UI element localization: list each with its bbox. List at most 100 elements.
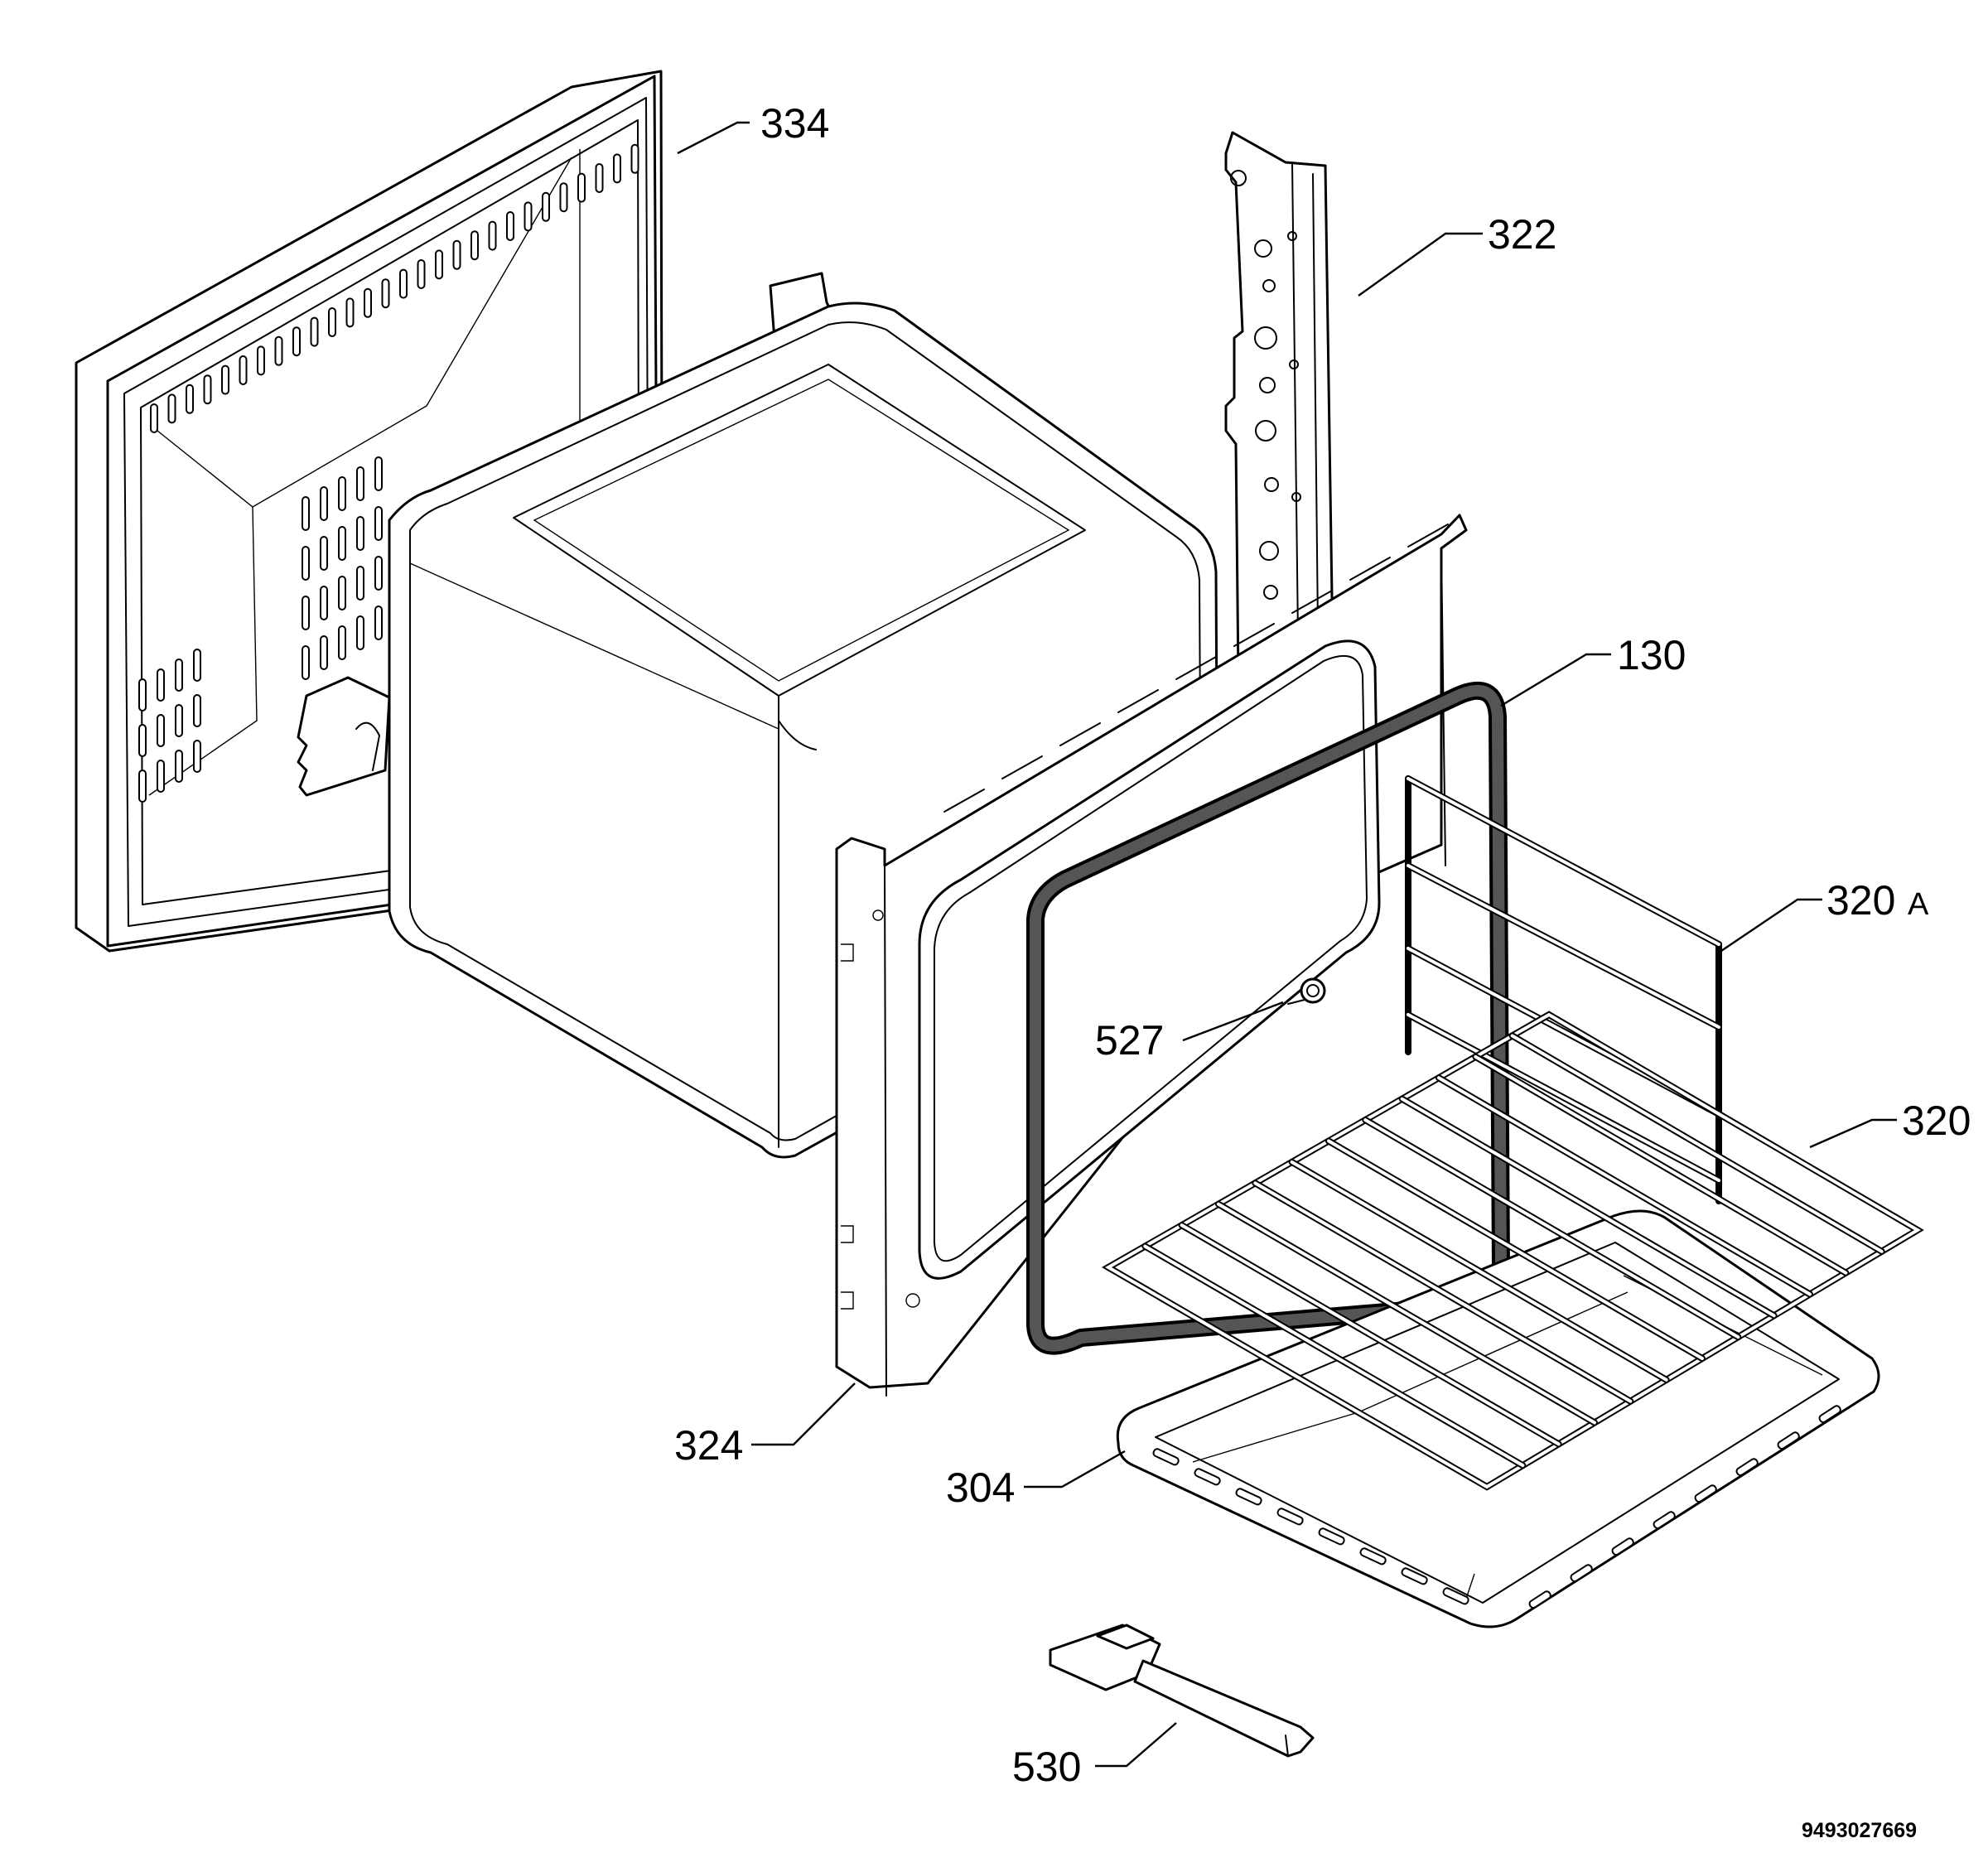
vent-slot <box>435 249 443 280</box>
frame-slot <box>1001 755 1043 779</box>
vent-slot <box>417 259 426 289</box>
part-labels: 334 322 130 320 A 527 320 324 304 530 94… <box>674 100 1971 1842</box>
vent-slot <box>320 635 328 670</box>
tray-slot <box>1570 1564 1593 1583</box>
wire-shelf-drawing <box>1101 1011 1924 1491</box>
vent-slot <box>399 268 408 299</box>
vent-slot <box>345 297 355 328</box>
label-530: 530 <box>1012 1744 1081 1790</box>
rail-hole <box>1259 541 1279 561</box>
shelf-rod-highlight <box>1290 1160 1668 1382</box>
tray-slot <box>1735 1458 1759 1477</box>
vent-slot <box>356 516 364 551</box>
vent-slot <box>381 278 390 309</box>
vent-slot <box>193 694 201 727</box>
label-304: 304 <box>946 1464 1015 1511</box>
vent-slot <box>559 182 568 213</box>
vent-slot <box>374 556 383 591</box>
shelf-rod-highlight <box>1510 1034 1884 1253</box>
support-wire-highlight <box>1407 1013 1720 1182</box>
tray-slot <box>1818 1405 1841 1424</box>
vent-slot <box>150 403 158 433</box>
tray-slot <box>1152 1448 1180 1466</box>
vent-slot <box>138 678 147 712</box>
label-334: 334 <box>760 100 829 147</box>
vent-slot <box>310 316 319 347</box>
tray-slot <box>1777 1431 1800 1450</box>
rail-hole <box>1254 239 1272 258</box>
vent-slot <box>274 335 283 366</box>
vent-slot <box>338 576 346 610</box>
shelf-rod-highlight <box>1180 1223 1561 1446</box>
vent-slot <box>292 326 301 357</box>
frame-slot <box>943 789 985 813</box>
vent-slot <box>302 496 310 531</box>
vent-slot <box>506 211 514 241</box>
rail-hole <box>1255 420 1276 441</box>
frame-slot <box>1117 689 1159 713</box>
vent-slot <box>364 287 372 318</box>
rail-hole <box>1287 231 1297 241</box>
vent-slot <box>239 355 248 385</box>
rail-hole <box>1289 359 1299 369</box>
tray-slot <box>1528 1590 1551 1609</box>
vent-slot <box>452 239 461 270</box>
shelf-rod-highlight <box>1437 1076 1812 1296</box>
vent-slot <box>175 659 183 692</box>
tray-slot <box>1318 1527 1345 1546</box>
vent-slot <box>470 230 479 261</box>
vent-slot <box>320 586 328 620</box>
vent-slot <box>175 750 183 783</box>
vent-slot <box>488 220 497 251</box>
support-wire-highlight <box>1407 864 1720 1029</box>
label-130: 130 <box>1617 632 1686 678</box>
leader-lines <box>677 121 1897 1768</box>
tray-slot <box>1694 1484 1717 1503</box>
vent-slot <box>302 546 310 581</box>
vent-slot <box>203 374 212 405</box>
tray-slot <box>1194 1468 1221 1486</box>
tray-slot <box>1359 1547 1387 1566</box>
rail-hole <box>1254 326 1277 350</box>
rail-hole <box>1291 492 1301 502</box>
label-322: 322 <box>1488 211 1556 258</box>
document-code: 9493027669 <box>1802 1819 1917 1842</box>
vent-slot <box>374 456 383 491</box>
label-320: 320 <box>1902 1098 1971 1144</box>
vent-slot <box>524 201 533 232</box>
rail-hole <box>1259 377 1276 393</box>
label-527: 527 <box>1095 1017 1164 1064</box>
vent-slot <box>167 393 176 424</box>
vent-slot <box>157 668 165 702</box>
label-320a-number: 320 <box>1826 877 1895 924</box>
label-324: 324 <box>674 1422 743 1469</box>
frame-slot <box>1291 590 1333 614</box>
vent-slot <box>374 606 383 640</box>
vent-slot <box>630 143 639 174</box>
vent-slot <box>257 345 265 376</box>
shelf-rod-highlight <box>1253 1181 1633 1403</box>
vent-slot <box>338 476 346 511</box>
vent-slot <box>613 153 621 184</box>
shelf-rod-highlight <box>1474 1054 1848 1275</box>
vent-slot <box>157 714 165 747</box>
shelf-support-drawing <box>1405 775 1722 1204</box>
vent-slot <box>320 536 328 571</box>
vent-slot <box>221 364 229 395</box>
vent-slot <box>138 724 147 757</box>
tray-slot <box>1235 1488 1262 1506</box>
vent-slot <box>193 740 201 773</box>
vent-slot <box>302 596 310 630</box>
lamp-drawing <box>1287 977 1326 1005</box>
rail-hole <box>1230 170 1247 186</box>
vent-slot <box>356 566 364 601</box>
frame-slot <box>1175 656 1217 680</box>
vent-slot <box>356 615 364 650</box>
vent-slot <box>374 506 383 541</box>
sensor-drawing <box>1049 1624 1315 1758</box>
vent-slot <box>320 486 328 521</box>
frame-slot <box>1349 557 1391 581</box>
vent-slot <box>338 625 346 660</box>
support-wire-highlight <box>1407 777 1720 946</box>
